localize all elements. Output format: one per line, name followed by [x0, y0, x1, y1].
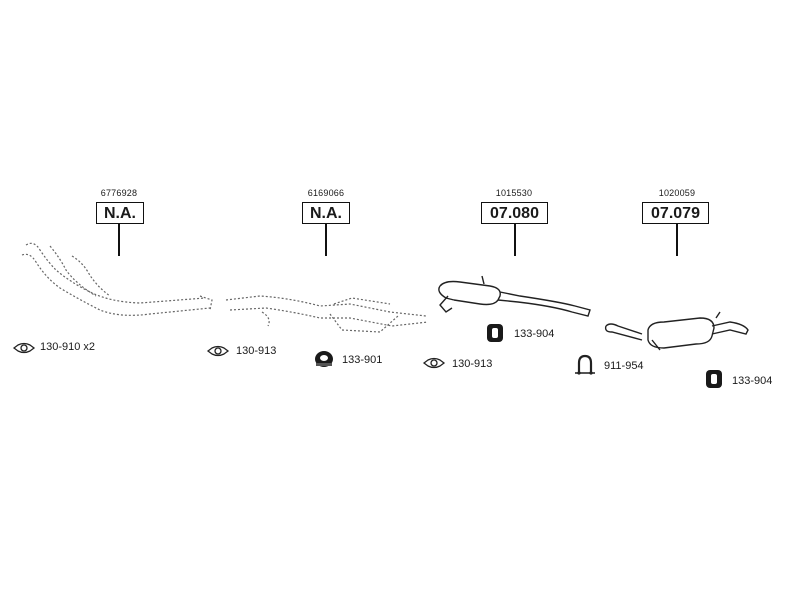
leader-line — [676, 224, 678, 256]
part-number: 6169066 — [307, 188, 345, 198]
accessory-label: 130-913 — [236, 345, 277, 357]
leader-line — [325, 224, 327, 256]
rubber-hanger-icon — [487, 324, 503, 342]
part-code-box: N.A. — [96, 202, 144, 224]
accessory-label: 911-954 — [604, 360, 644, 372]
part-number: 1015530 — [495, 188, 533, 198]
part-number: 6776928 — [100, 188, 138, 198]
part-code-box: 07.079 — [642, 202, 709, 224]
part-number: 1020059 — [658, 188, 696, 198]
leader-line — [118, 224, 120, 256]
gasket-icon — [206, 345, 230, 357]
rubber-mount-icon — [315, 351, 333, 367]
middle-silencer-drawing — [438, 275, 591, 317]
accessory-label: 133-901 — [342, 354, 383, 366]
center-pipe-drawing — [225, 295, 429, 333]
accessory-label: 133-904 — [732, 375, 773, 387]
front-pipe-drawing — [21, 242, 213, 316]
accessory-label: 130-913 — [452, 358, 493, 370]
gasket-icon — [422, 357, 446, 369]
clamp-icon — [575, 354, 595, 375]
accessory-label: 133-904 — [514, 328, 555, 340]
rear-silencer-drawing — [604, 311, 749, 351]
accessory-label: 130-910 x2 — [40, 341, 96, 353]
leader-line — [514, 224, 516, 256]
gasket-icon — [12, 342, 36, 354]
part-code-box: N.A. — [302, 202, 350, 224]
rubber-hanger-icon — [706, 370, 722, 388]
part-code-box: 07.080 — [481, 202, 548, 224]
